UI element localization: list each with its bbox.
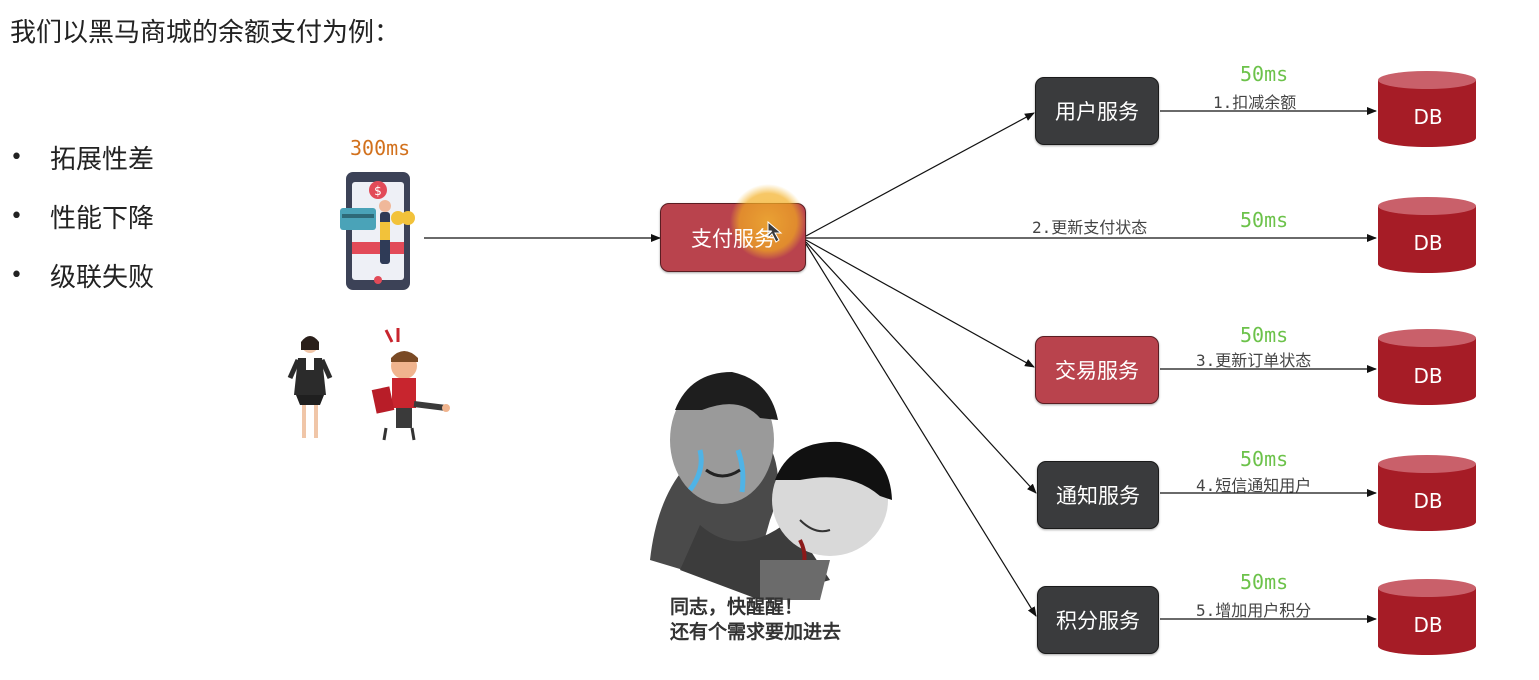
- db-label: DB: [1413, 105, 1443, 129]
- bullet-item: • 级联失败: [10, 246, 154, 305]
- bullet-text: 级联失败: [50, 263, 155, 293]
- trade-service-node: 交易服务: [1035, 336, 1159, 404]
- bullet-dot: •: [10, 263, 23, 288]
- latency-label: 50ms: [1240, 208, 1289, 232]
- businesswoman-illustration: [287, 336, 333, 438]
- meme-caption-line: 还有个需求要加进去: [670, 621, 842, 643]
- meme-illustration: [650, 372, 892, 600]
- cursor-arrow-icon: [767, 220, 783, 243]
- phone-payment-illustration: $: [340, 172, 415, 290]
- step-label: 1.扣减余额: [1213, 93, 1297, 112]
- main-latency-label: 300ms: [350, 136, 411, 160]
- latency-label: 50ms: [1240, 447, 1289, 471]
- db-cylinder: [1378, 579, 1476, 655]
- db-label: DB: [1413, 489, 1443, 513]
- bullet-text: 拓展性差: [50, 145, 155, 175]
- cursor-highlight: [730, 184, 806, 260]
- svg-text:$: $: [374, 184, 382, 198]
- meme-caption: 同志，快醒醒！ 还有个需求要加进去: [670, 595, 841, 645]
- db-cylinder: [1378, 455, 1476, 531]
- points-service-node: 积分服务: [1037, 586, 1159, 654]
- db-cylinder: [1378, 329, 1476, 405]
- pay-to-notify-arrow: [805, 241, 1037, 494]
- step-label: 4.短信通知用户: [1196, 476, 1312, 495]
- pay-to-trade-arrow: [805, 239, 1035, 368]
- bullet-text: 性能下降: [50, 204, 155, 234]
- pay-to-user-arrow: [805, 112, 1035, 237]
- service-label: 通知服务: [1056, 484, 1140, 508]
- db-label: DB: [1413, 613, 1443, 637]
- bullet-item: • 拓展性差: [10, 128, 154, 187]
- pointing-man-illustration: [371, 328, 450, 441]
- latency-label: 50ms: [1240, 62, 1289, 86]
- bullet-item: • 性能下降: [10, 187, 154, 246]
- bullet-list: • 拓展性差 • 性能下降 • 级联失败: [10, 128, 154, 305]
- step-label: 5.增加用户积分: [1196, 601, 1312, 620]
- bullet-dot: •: [10, 204, 23, 229]
- service-label: 用户服务: [1055, 100, 1139, 124]
- db-cylinder: [1378, 71, 1476, 147]
- db-label: DB: [1413, 231, 1443, 255]
- pay-to-points-arrow: [805, 243, 1037, 617]
- meme-caption-line: 同志，快醒醒！: [670, 596, 804, 618]
- db-cylinder: [1378, 197, 1476, 273]
- service-label: 交易服务: [1055, 359, 1139, 383]
- db-label: DB: [1413, 364, 1443, 388]
- service-label: 积分服务: [1056, 609, 1140, 633]
- bullet-dot: •: [10, 145, 23, 170]
- latency-label: 50ms: [1240, 323, 1289, 347]
- notify-service-node: 通知服务: [1037, 461, 1159, 529]
- user-service-node: 用户服务: [1035, 77, 1159, 145]
- step-label: 2.更新支付状态: [1032, 218, 1148, 237]
- page-title: 我们以黑马商城的余额支付为例：: [10, 18, 401, 48]
- step-label: 3.更新订单状态: [1196, 351, 1312, 370]
- latency-label: 50ms: [1240, 570, 1289, 594]
